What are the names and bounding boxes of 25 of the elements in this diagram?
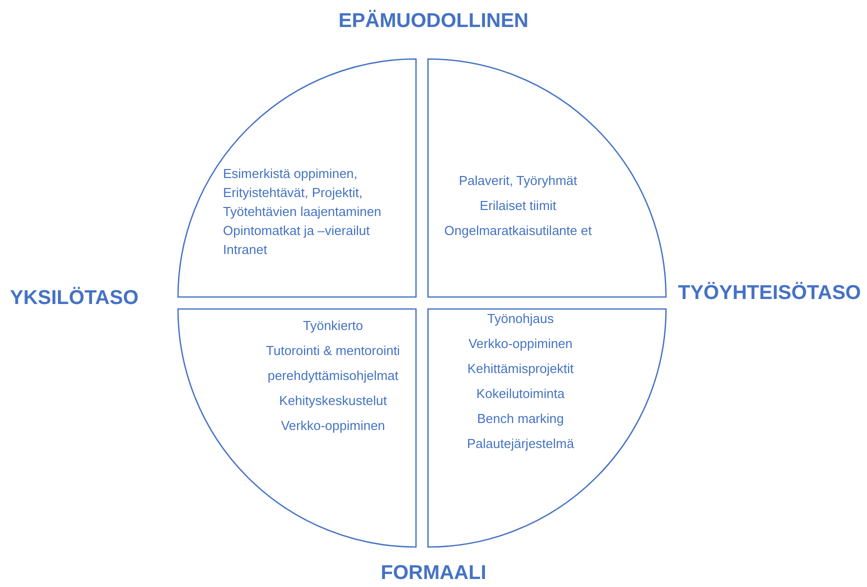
axis-label: EPÄMUODOLLINEN [338,10,528,33]
list-text: Verkko-oppiminen [280,417,386,435]
list-text: Intranet [223,241,268,259]
list-text: Kehityskeskustelut [278,392,388,410]
list-text: Ongelmaratkaisutilante et [443,222,593,240]
axis-label: TYÖYHTEISÖTASO [678,282,861,305]
list-text: Bench marking [476,410,565,428]
list-text: Opintomatkat ja –vierailut [223,222,371,240]
quadrant-segment [428,309,666,547]
list-text: Erilaiset tiimit [478,197,558,215]
list-text: Työnkierto [302,317,364,335]
list-text: Työnohjaus [486,310,555,328]
quadrant-segment [178,309,416,547]
list-text: Palaverit, Työryhmät [458,172,578,190]
axis-label: FORMAALI [380,562,486,585]
quadrant-segment [178,59,416,297]
quadrant-segment [428,59,666,297]
axis-label: YKSILÖTASO [10,287,139,310]
list-text: Esimerkistä oppiminen, Erityistehtävät, Projektit, Työtehtävien laajentaminen [223,165,382,221]
list-text: Verkko-oppiminen [467,335,574,353]
list-text: Kehittämisprojektit [466,360,575,378]
list-text: Kokeilutoiminta [475,385,566,403]
list-text: perehdyttämisohjelmat [266,367,400,385]
list-text: Palautejärjestelmä [466,435,575,453]
list-text: Tutorointi & mentorointi [265,342,401,360]
